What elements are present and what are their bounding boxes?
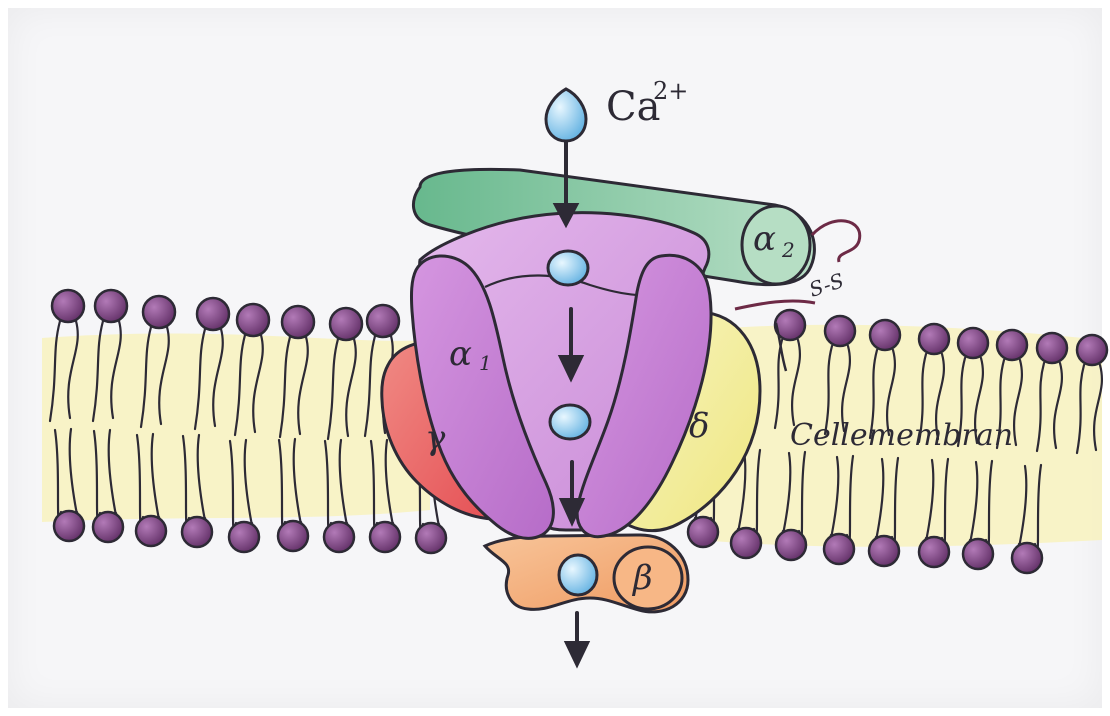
lipid-head	[997, 330, 1027, 360]
lipid-head	[825, 316, 855, 346]
lipid-heads-top-left	[52, 290, 399, 340]
lipid-head	[182, 517, 212, 547]
lipid-head	[95, 290, 127, 322]
lipid-head	[963, 539, 993, 569]
lipid-head	[324, 522, 354, 552]
lipid-head	[824, 534, 854, 564]
lipid-head	[197, 298, 229, 330]
gamma-label: γ	[425, 418, 446, 458]
lipid-head	[1037, 333, 1067, 363]
alpha1-label-greek: α	[449, 334, 472, 374]
lipid-head	[143, 296, 175, 328]
lipid-head	[1077, 335, 1107, 365]
lipid-head	[416, 523, 446, 553]
calcium-charge-label: 2+	[653, 77, 688, 105]
lipid-head	[93, 512, 123, 542]
lipid-head	[282, 306, 314, 338]
beta-label: β	[631, 558, 653, 598]
lipid-head	[919, 537, 949, 567]
lipid-head	[237, 304, 269, 336]
lipid-head	[136, 516, 166, 546]
lipid-head	[776, 530, 806, 560]
alpha1-label-subscript: 1	[479, 351, 492, 375]
lipid-head	[1012, 543, 1042, 573]
lipid-head	[229, 522, 259, 552]
lipid-head	[731, 528, 761, 558]
lipid-head	[870, 320, 900, 350]
lipid-head	[919, 324, 949, 354]
lipid-head	[958, 328, 988, 358]
delta-label: δ	[689, 406, 709, 446]
lipid-head	[688, 517, 718, 547]
alpha2-label-subscript: 2	[781, 238, 795, 262]
lipid-head	[869, 536, 899, 566]
lipid-head	[278, 521, 308, 551]
lipid-head	[54, 511, 84, 541]
lipid-head	[52, 290, 84, 322]
lipid-head	[330, 308, 362, 340]
disulfide-bond-label: S-S	[806, 268, 847, 302]
lipid-head	[370, 522, 400, 552]
membrane-label: Cellemembran	[790, 418, 1013, 453]
alpha2-label-greek: α	[753, 219, 776, 259]
lipid-head	[367, 305, 399, 337]
